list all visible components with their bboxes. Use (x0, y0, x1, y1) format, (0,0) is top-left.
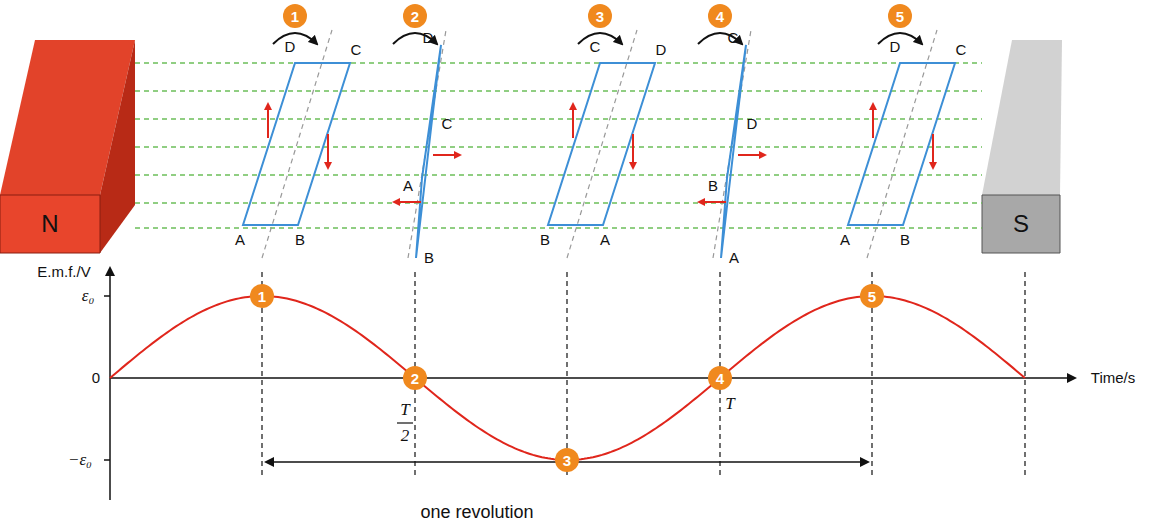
field-lines (135, 63, 982, 228)
axis-label: T (725, 395, 734, 414)
corner-label: A (235, 232, 245, 249)
caption: one revolution (420, 502, 533, 523)
corner-label: A (729, 250, 739, 267)
current-arrow (632, 134, 634, 168)
corner-label: B (708, 178, 718, 195)
corner-label: A (403, 178, 413, 195)
corner-label: A (600, 232, 610, 249)
field-line (135, 118, 982, 119)
axis-label: 0 (92, 370, 100, 387)
emf-curve (110, 296, 1025, 460)
rotation-axis (567, 30, 637, 258)
current-arrow (394, 201, 421, 203)
rotation-axis (713, 30, 751, 258)
corner-label: D (423, 30, 434, 47)
current-arrow (738, 154, 765, 156)
node-text: N (41, 210, 58, 238)
coil (848, 63, 955, 225)
field-line (135, 227, 982, 228)
corner-label: B (295, 232, 305, 249)
current-arrow (267, 104, 269, 138)
corner-label: C (351, 42, 362, 59)
field-line (135, 146, 982, 147)
emf-graph (104, 268, 1075, 500)
coil (416, 45, 441, 258)
current-arrow (699, 201, 726, 203)
axis-label: T (400, 401, 409, 420)
callout-number: 5 (888, 4, 912, 28)
callout-number: 1 (250, 284, 274, 308)
callout-number: 5 (860, 284, 884, 308)
corner-label: B (540, 232, 550, 249)
south-pole: S (982, 195, 1060, 253)
time-guide (1024, 272, 1025, 478)
node-text: 5 (896, 8, 904, 25)
current-arrow (433, 154, 460, 156)
axis-label: E.m.f./V (37, 264, 90, 281)
corner-label: C (956, 42, 967, 59)
north-pole: N (0, 195, 100, 253)
south-magnet (982, 40, 1062, 253)
corner-label: A (840, 232, 850, 249)
rotation-axis (867, 30, 937, 258)
callout-number: 3 (588, 4, 612, 28)
coils (243, 30, 955, 258)
north-magnet (0, 40, 135, 253)
callout-number: 2 (403, 4, 427, 28)
axis-label: 2 (401, 427, 410, 446)
corner-label: D (285, 39, 296, 56)
callout-number: 3 (555, 448, 579, 472)
current-arrow (932, 134, 934, 168)
corner-label: D (747, 116, 758, 133)
field-line (135, 174, 982, 175)
rotation-axis (262, 30, 332, 258)
corner-label: B (424, 250, 434, 267)
node-text: 1 (291, 8, 299, 25)
current-arrow (872, 104, 874, 138)
current-arrow (572, 104, 574, 138)
current-arrow (327, 134, 329, 168)
callout-number: 4 (708, 4, 732, 28)
corner-label: C (590, 39, 601, 56)
axis-label: Time/s (1091, 370, 1135, 387)
node-text: 4 (716, 370, 724, 387)
node-text: S (1013, 210, 1029, 238)
callout-number: 1 (283, 4, 307, 28)
field-line (135, 62, 982, 63)
rotation-axis (408, 30, 446, 258)
axis-label: ε₀ (82, 287, 95, 306)
node-text: 2 (411, 8, 419, 25)
node-text: 4 (716, 8, 724, 25)
coil (548, 63, 655, 225)
axis-label: −ε₀ (68, 451, 92, 470)
node-text: 2 (411, 370, 419, 387)
corner-label: D (656, 42, 667, 59)
field-line (135, 90, 982, 91)
corner-label: D (890, 39, 901, 56)
node-text: 1 (258, 288, 266, 305)
node-text: 5 (868, 288, 876, 305)
node-text: 3 (596, 8, 604, 25)
corner-label: C (442, 116, 453, 133)
coil (243, 63, 350, 225)
callout-number: 4 (708, 366, 732, 390)
coil (721, 45, 746, 258)
node-text: 3 (563, 452, 571, 469)
callout-number: 2 (403, 366, 427, 390)
corner-label: C (728, 30, 739, 47)
corner-label: B (900, 232, 910, 249)
